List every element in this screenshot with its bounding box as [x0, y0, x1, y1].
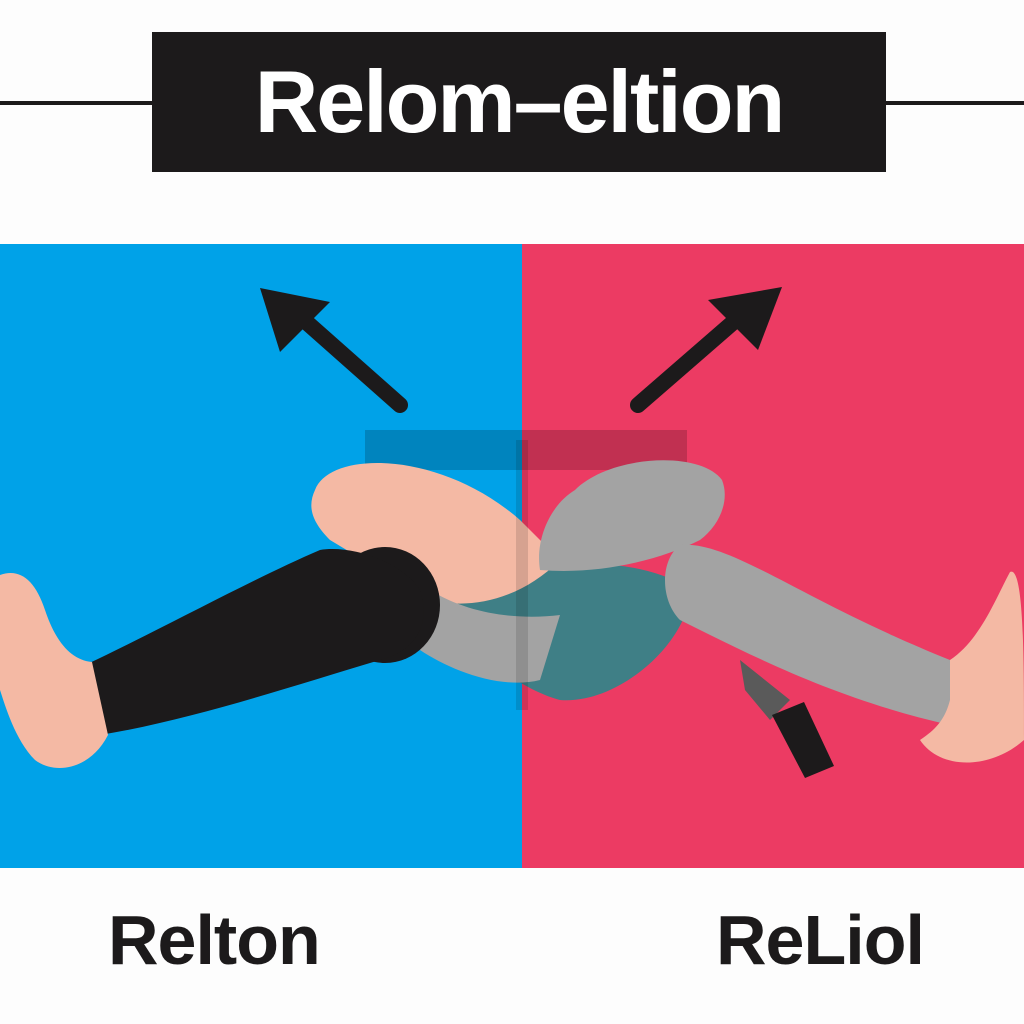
right-foot [920, 571, 1024, 763]
right-thigh [539, 460, 725, 571]
header-rule-right [886, 101, 1024, 105]
arrow-up-left-icon [260, 288, 408, 413]
left-foot [0, 573, 108, 768]
right-shin [665, 544, 950, 725]
foam-roller-stick [740, 660, 834, 778]
page-title: Relom–eltion [254, 52, 786, 151]
arrow-up-right-icon [630, 287, 782, 413]
legs-illustration [0, 287, 1024, 778]
left-thigh [311, 462, 560, 604]
left-shin [85, 549, 424, 735]
left-hip [420, 590, 560, 683]
left-label: Relton [108, 901, 321, 979]
right-label: ReLiol [716, 901, 925, 979]
header-rule-left [0, 101, 152, 105]
title-banner: Relom–eltion [152, 32, 886, 172]
center-divider [516, 440, 528, 710]
